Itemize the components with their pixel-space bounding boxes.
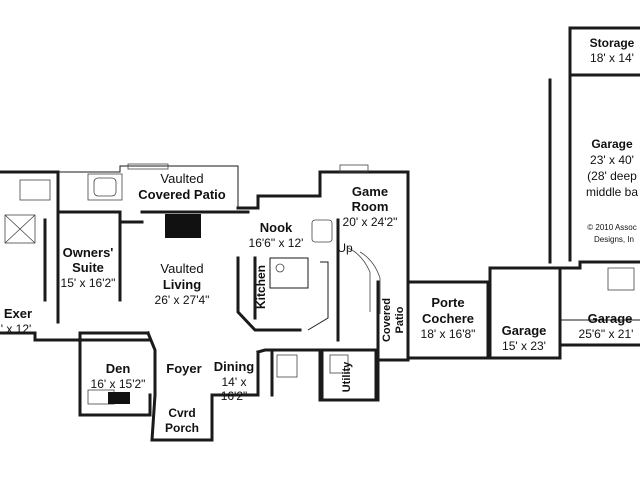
garage-tandem-name: Garage: [591, 137, 633, 151]
den-fireplace-icon: [108, 392, 130, 404]
exer-dims: ' x 12': [1, 322, 32, 336]
den-dims: 16' x 15'2": [91, 377, 146, 391]
porte-cochere-dims: 18' x 16'8": [421, 327, 476, 341]
storage-name: Storage: [590, 36, 635, 50]
game-room-dims: 20' x 24'2": [343, 215, 398, 229]
covered-patio-line1: Covered: [381, 298, 393, 342]
utility-name: Utility: [341, 361, 353, 392]
owners-suite-dims: 15' x 16'2": [61, 276, 116, 290]
garage-small-dims: 15' x 23': [502, 339, 546, 353]
storage-dims: 18' x 14': [590, 51, 634, 65]
copyright-line1: © 2010 Assoc: [587, 223, 636, 232]
dining-dims2: 16'2": [221, 389, 248, 403]
garage-large-name: Garage: [588, 311, 633, 326]
vaulted-patio-line2: Covered Patio: [138, 187, 225, 202]
living-line1: Vaulted: [160, 261, 203, 276]
cvrd-porch-line1: Cvrd: [168, 406, 195, 420]
living-line2: Living: [163, 277, 201, 292]
living-dims: 26' x 27'4": [155, 293, 210, 307]
garage-tandem-dims: 23' x 40': [590, 153, 634, 167]
room-labels: Storage 18' x 14' Garage 23' x 40' (28' …: [1, 36, 639, 435]
nook-dims: 16'6" x 12': [249, 236, 304, 250]
dining-name: Dining: [214, 359, 254, 374]
garage-tandem-note1: (28' deep: [587, 169, 637, 183]
den-name: Den: [106, 361, 131, 376]
dining-dims1: 14' x: [222, 375, 247, 389]
game-room-line1: Game: [352, 184, 388, 199]
fireplace-icon: [165, 214, 201, 238]
owners-suite-line2: Suite: [72, 260, 104, 275]
fixtures: [4, 163, 640, 405]
covered-patio-line2: Patio: [394, 306, 406, 333]
exer-name: Exer: [4, 306, 32, 321]
cvrd-porch-line2: Porch: [165, 421, 199, 435]
porte-cochere-line1: Porte: [431, 295, 464, 310]
foyer-name: Foyer: [166, 361, 201, 376]
nook-name: Nook: [260, 220, 293, 235]
kitchen-name: Kitchen: [254, 265, 268, 309]
garage-tandem-note2: middle ba: [586, 185, 638, 199]
garage-small-name: Garage: [502, 323, 547, 338]
copyright-line2: Designs, In: [594, 235, 634, 244]
owners-suite-line1: Owners': [63, 245, 114, 260]
game-room-line2: Room: [352, 199, 389, 214]
garage-large-dims: 25'6" x 21': [579, 327, 634, 341]
walls: [0, 26, 640, 442]
porte-cochere-line2: Cochere: [422, 311, 474, 326]
stairs-up-label: Up: [337, 241, 353, 255]
vaulted-patio-line1: Vaulted: [160, 171, 203, 186]
